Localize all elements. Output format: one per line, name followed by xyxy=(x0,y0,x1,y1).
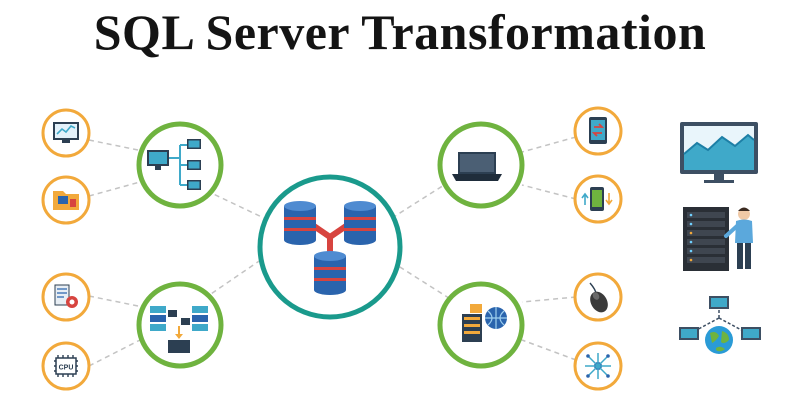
cpu-chip-icon: CPU xyxy=(54,355,78,377)
tablet-arrows-icon xyxy=(589,117,607,144)
connector-line xyxy=(521,184,577,200)
center-node xyxy=(257,174,403,320)
connector-line xyxy=(391,179,453,219)
laptop-icon xyxy=(452,152,502,181)
connector-line xyxy=(88,139,139,151)
connector-line xyxy=(521,136,577,153)
connector-line xyxy=(88,295,139,307)
folder-icon xyxy=(53,191,79,210)
connector-line xyxy=(88,339,141,367)
side-analytics-monitor xyxy=(680,122,758,183)
connector-line xyxy=(521,296,577,303)
sat-mouse xyxy=(573,272,623,322)
side-server-engineer xyxy=(683,207,753,271)
sat-folder xyxy=(41,175,91,225)
hub-server-globe xyxy=(437,281,525,369)
cpu-label: CPU xyxy=(59,365,74,372)
connector-line xyxy=(204,189,269,221)
server-engineer-icon xyxy=(683,207,753,271)
sat-cpu: CPU xyxy=(41,341,91,391)
sat-tablet-arrows xyxy=(573,106,623,156)
side-global-network xyxy=(679,296,761,354)
phone-sync-icon xyxy=(581,187,613,211)
connector-line xyxy=(391,261,453,301)
gear-document-icon xyxy=(54,284,78,308)
sat-monitor-chart xyxy=(41,108,91,158)
hub-network-monitors xyxy=(136,121,224,209)
connector-line xyxy=(204,254,269,299)
hub-data-servers xyxy=(136,281,224,369)
connector-line xyxy=(521,339,577,361)
database-cluster-icon xyxy=(284,201,376,295)
connector-line xyxy=(88,181,141,197)
network-monitors-icon xyxy=(147,139,201,190)
sat-phone-sync xyxy=(573,174,623,224)
mouse-icon xyxy=(589,282,608,313)
sat-circuit xyxy=(573,341,623,391)
server-globe-icon xyxy=(462,304,507,342)
analytics-monitor-icon xyxy=(680,122,758,183)
monitor-chart-icon xyxy=(53,122,79,143)
sat-gear-doc xyxy=(41,272,91,322)
server-migration-icon xyxy=(150,306,208,353)
global-network-icon xyxy=(679,296,761,354)
connector-lines xyxy=(88,136,577,367)
page-title: SQL Server Transformation xyxy=(93,4,707,60)
circuit-icon xyxy=(585,353,611,379)
hub-laptop xyxy=(437,121,525,209)
